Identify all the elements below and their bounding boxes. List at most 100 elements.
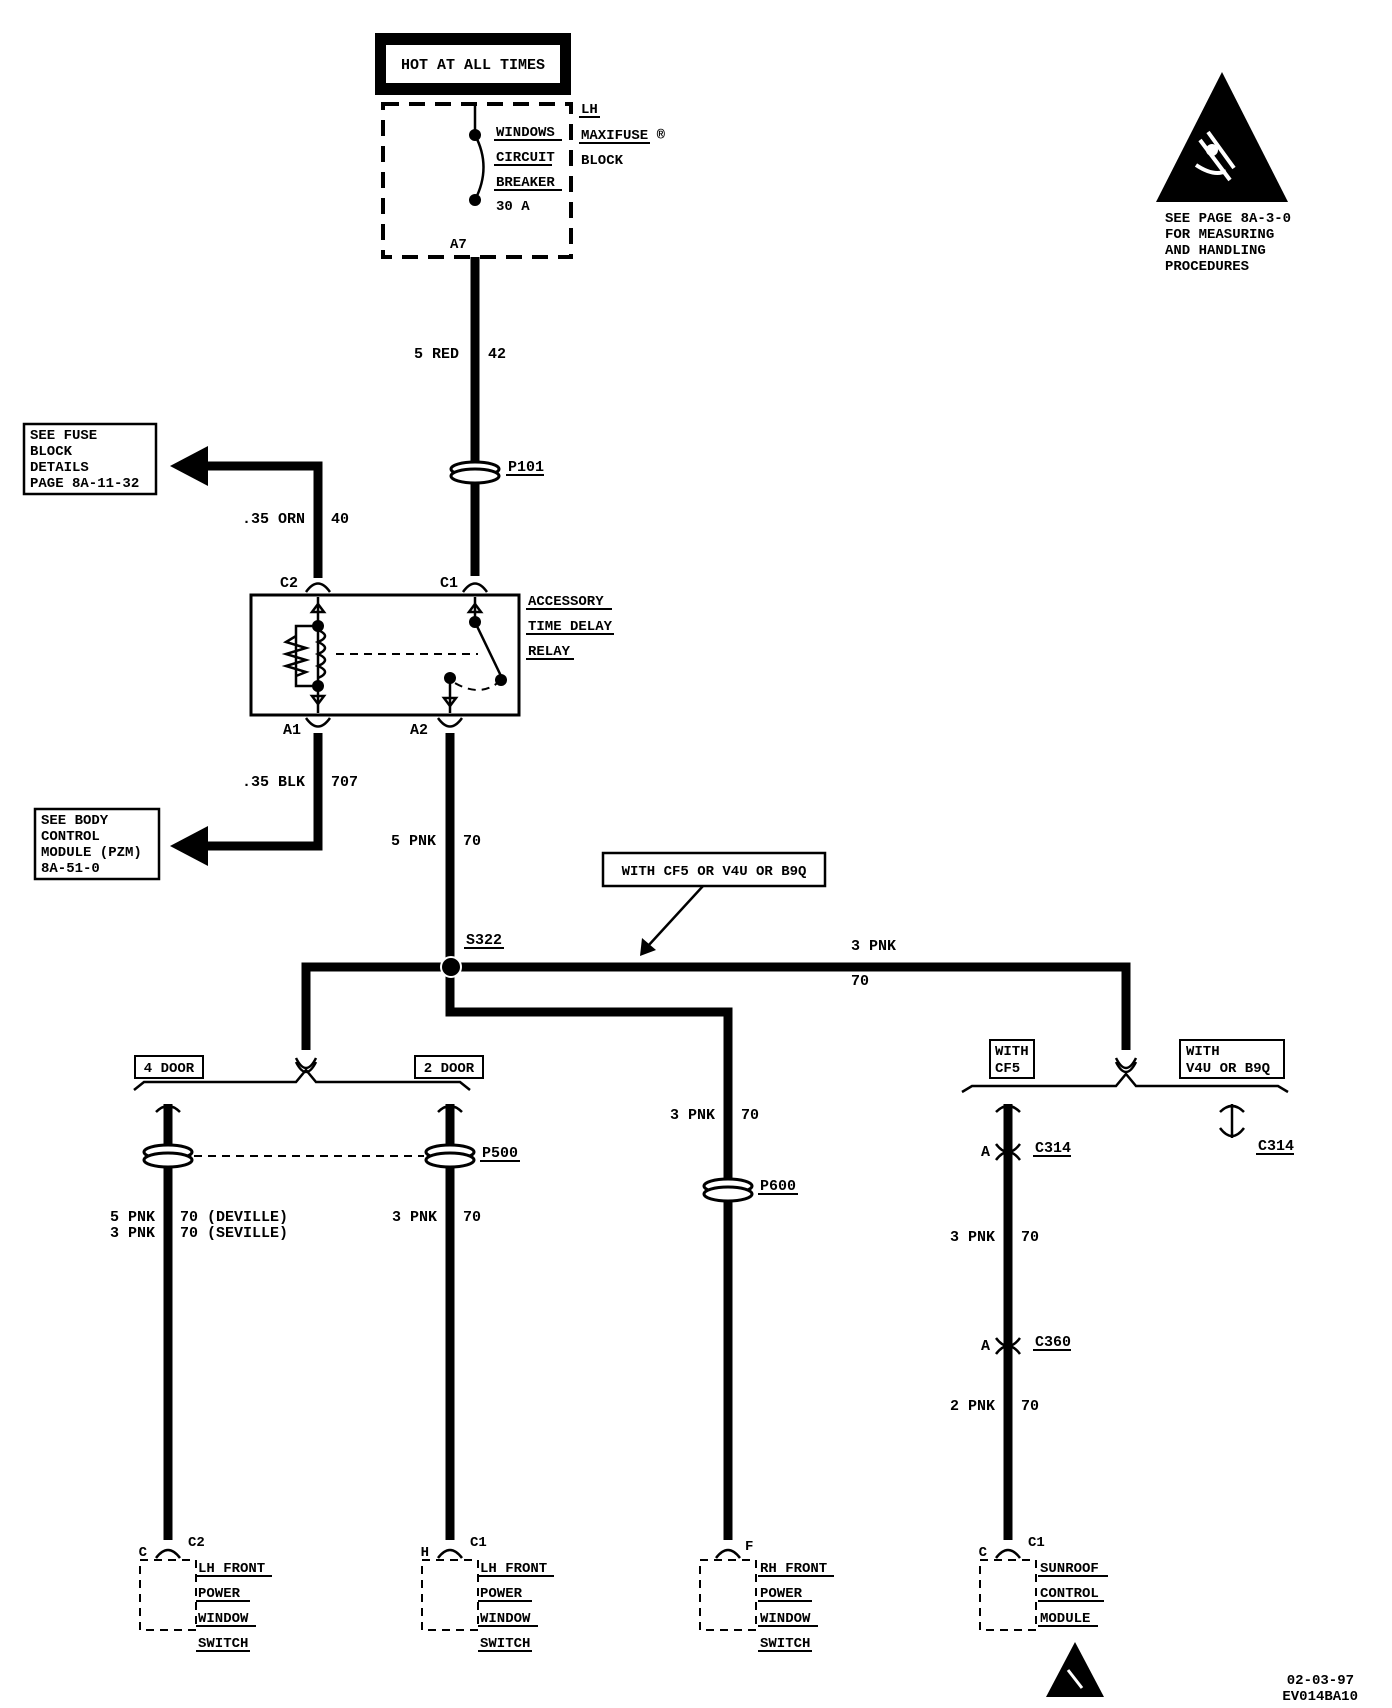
- component-sunroof-module: [979, 1548, 1037, 1631]
- wire-rh-size: 3 PNK: [670, 1107, 715, 1124]
- esd-note-line-3: AND HANDLING: [1165, 243, 1266, 259]
- comp3-line-3: WINDOW: [760, 1611, 811, 1627]
- fuse-ref-line-1: SEE FUSE: [30, 428, 97, 444]
- relay-c2: C2: [280, 575, 298, 592]
- splice-s322: S322: [466, 932, 502, 949]
- with-cf5-line-1: WITH: [995, 1044, 1029, 1060]
- wire-orn-circuit: 40: [331, 511, 349, 528]
- connector-p600-symbol: [702, 1177, 754, 1203]
- fuse-ref-line-3: DETAILS: [30, 460, 89, 476]
- c314a-name: C314: [1035, 1140, 1071, 1157]
- wire-sun2-size: 2 PNK: [950, 1398, 995, 1415]
- arrow-left-icon-2: [170, 826, 208, 866]
- wire-red-size: 5 RED: [414, 346, 459, 363]
- door4-box: [134, 1055, 204, 1079]
- esd-note-line-2: FOR MEASURING: [1165, 227, 1274, 243]
- bcm-ref-line-2: CONTROL: [41, 829, 100, 845]
- wire-blk-size: .35 BLK: [242, 774, 305, 791]
- wire-blk-circuit: 707: [331, 774, 358, 791]
- comp2-pin: H: [421, 1545, 429, 1561]
- block-line-2: MAXIFUSE ®: [581, 128, 666, 144]
- bcm-ref-line-4: 8A-51-0: [41, 861, 100, 877]
- bcm-ref-line-1: SEE BODY: [41, 813, 109, 829]
- connector-p500a-symbol: [142, 1143, 194, 1169]
- esd-note-line-4: PROCEDURES: [1165, 259, 1249, 275]
- component-lh-front-switch-2door: [421, 1548, 479, 1631]
- door4-label: 4 DOOR: [144, 1061, 195, 1077]
- lh-wire-2-circuit: 70 (SEVILLE): [180, 1225, 288, 1242]
- option-note-box: [601, 851, 827, 888]
- connector-p500: P500: [482, 1145, 518, 1162]
- wire-sun1-size: 3 PNK: [950, 1229, 995, 1246]
- with-v4u-line-1: WITH: [1186, 1044, 1220, 1060]
- wire-blk-707: [205, 733, 323, 851]
- comp4-line-1: SUNROOF: [1040, 1561, 1099, 1577]
- comp4-pin: C: [979, 1545, 988, 1561]
- footer-code: EV014BA10: [1282, 1689, 1358, 1705]
- hot-at-all-times-box: HOT AT ALL TIMES: [375, 33, 571, 95]
- relay-a1: A1: [283, 722, 301, 739]
- breaker-line-1: WINDOWS: [496, 125, 555, 141]
- wire-orn-40: [205, 461, 323, 578]
- splice-dot: [440, 956, 462, 978]
- bcm-ref-box: [33, 807, 161, 881]
- wire-branch-rh: [445, 967, 733, 1540]
- c314-stub-symbol: [1219, 1104, 1245, 1138]
- comp1-line-1: LH FRONT: [198, 1561, 265, 1577]
- relay-c1: C1: [440, 575, 458, 592]
- c360-pin: A: [981, 1338, 990, 1355]
- comp2-conn: C1: [470, 1535, 487, 1551]
- relay-switch-symbol: [441, 597, 507, 713]
- c360-name: C360: [1035, 1334, 1071, 1351]
- relay-line-3: RELAY: [528, 644, 571, 660]
- wire-2door-circuit: 70: [463, 1209, 481, 1226]
- connector-p101-symbol: [449, 460, 501, 485]
- with-v4u-line-2: V4U OR B9Q: [1186, 1061, 1270, 1077]
- breaker-line-3: BREAKER: [496, 175, 555, 191]
- lh-wire-1-circuit: 70 (DEVILLE): [180, 1209, 288, 1226]
- c314a-pin: A: [981, 1144, 990, 1161]
- comp2-line-3: WINDOW: [480, 1611, 531, 1627]
- fuse-ref-box: [22, 422, 158, 496]
- comp1-line-2: POWER: [198, 1586, 241, 1602]
- comp3-line-2: POWER: [760, 1586, 803, 1602]
- wire-branch-left: [301, 962, 450, 1050]
- lh-wire-2-size: 3 PNK: [110, 1225, 155, 1242]
- comp4-line-3: MODULE: [1040, 1611, 1090, 1627]
- fuse-ref-line-2: BLOCK: [30, 444, 73, 460]
- fuse-block-outline: [381, 102, 573, 259]
- esd-small-icon: [1046, 1642, 1104, 1697]
- door2-box: [414, 1055, 484, 1079]
- wire-sun1-circuit: 70: [1021, 1229, 1039, 1246]
- hot-label: HOT AT ALL TIMES: [401, 57, 545, 74]
- option-note: WITH CF5 OR V4U OR B9Q: [622, 864, 807, 880]
- comp4-conn: C1: [1028, 1535, 1045, 1551]
- wire-branch-right: [450, 962, 1131, 1050]
- esd-warning-icon: [1156, 72, 1288, 202]
- footer-date: 02-03-97: [1287, 1673, 1354, 1689]
- block-line-3: BLOCK: [581, 153, 624, 169]
- breaker-line-2: CIRCUIT: [496, 150, 555, 166]
- comp1-line-4: SWITCH: [198, 1636, 248, 1652]
- door2-label: 2 DOOR: [424, 1061, 475, 1077]
- wire-right-circuit: 70: [851, 973, 869, 990]
- relay-coil-symbol: [281, 597, 327, 713]
- wire-2door-size: 3 PNK: [392, 1209, 437, 1226]
- comp3-pin: F: [745, 1539, 753, 1555]
- comp2-line-2: POWER: [480, 1586, 523, 1602]
- relay-line-2: TIME DELAY: [528, 619, 613, 635]
- esd-note-line-1: SEE PAGE 8A-3-0: [1165, 211, 1291, 227]
- breaker-line-4: 30 A: [496, 199, 530, 215]
- bcm-ref-line-3: MODULE (PZM): [41, 845, 142, 861]
- wire-pnk5-circuit: 70: [463, 833, 481, 850]
- with-v4u-box: [1179, 1039, 1285, 1079]
- with-cf5-line-2: CF5: [995, 1061, 1020, 1077]
- wire-pnk5-size: 5 PNK: [391, 833, 436, 850]
- with-cf5-box: [989, 1039, 1035, 1079]
- comp4-line-2: CONTROL: [1040, 1586, 1099, 1602]
- relay-line-1: ACCESSORY: [528, 594, 604, 610]
- comp1-pin: C: [139, 1545, 148, 1561]
- fuse-ref-line-4: PAGE 8A-11-32: [30, 476, 139, 492]
- wire-orn-size: .35 ORN: [242, 511, 305, 528]
- relay-a2: A2: [410, 722, 428, 739]
